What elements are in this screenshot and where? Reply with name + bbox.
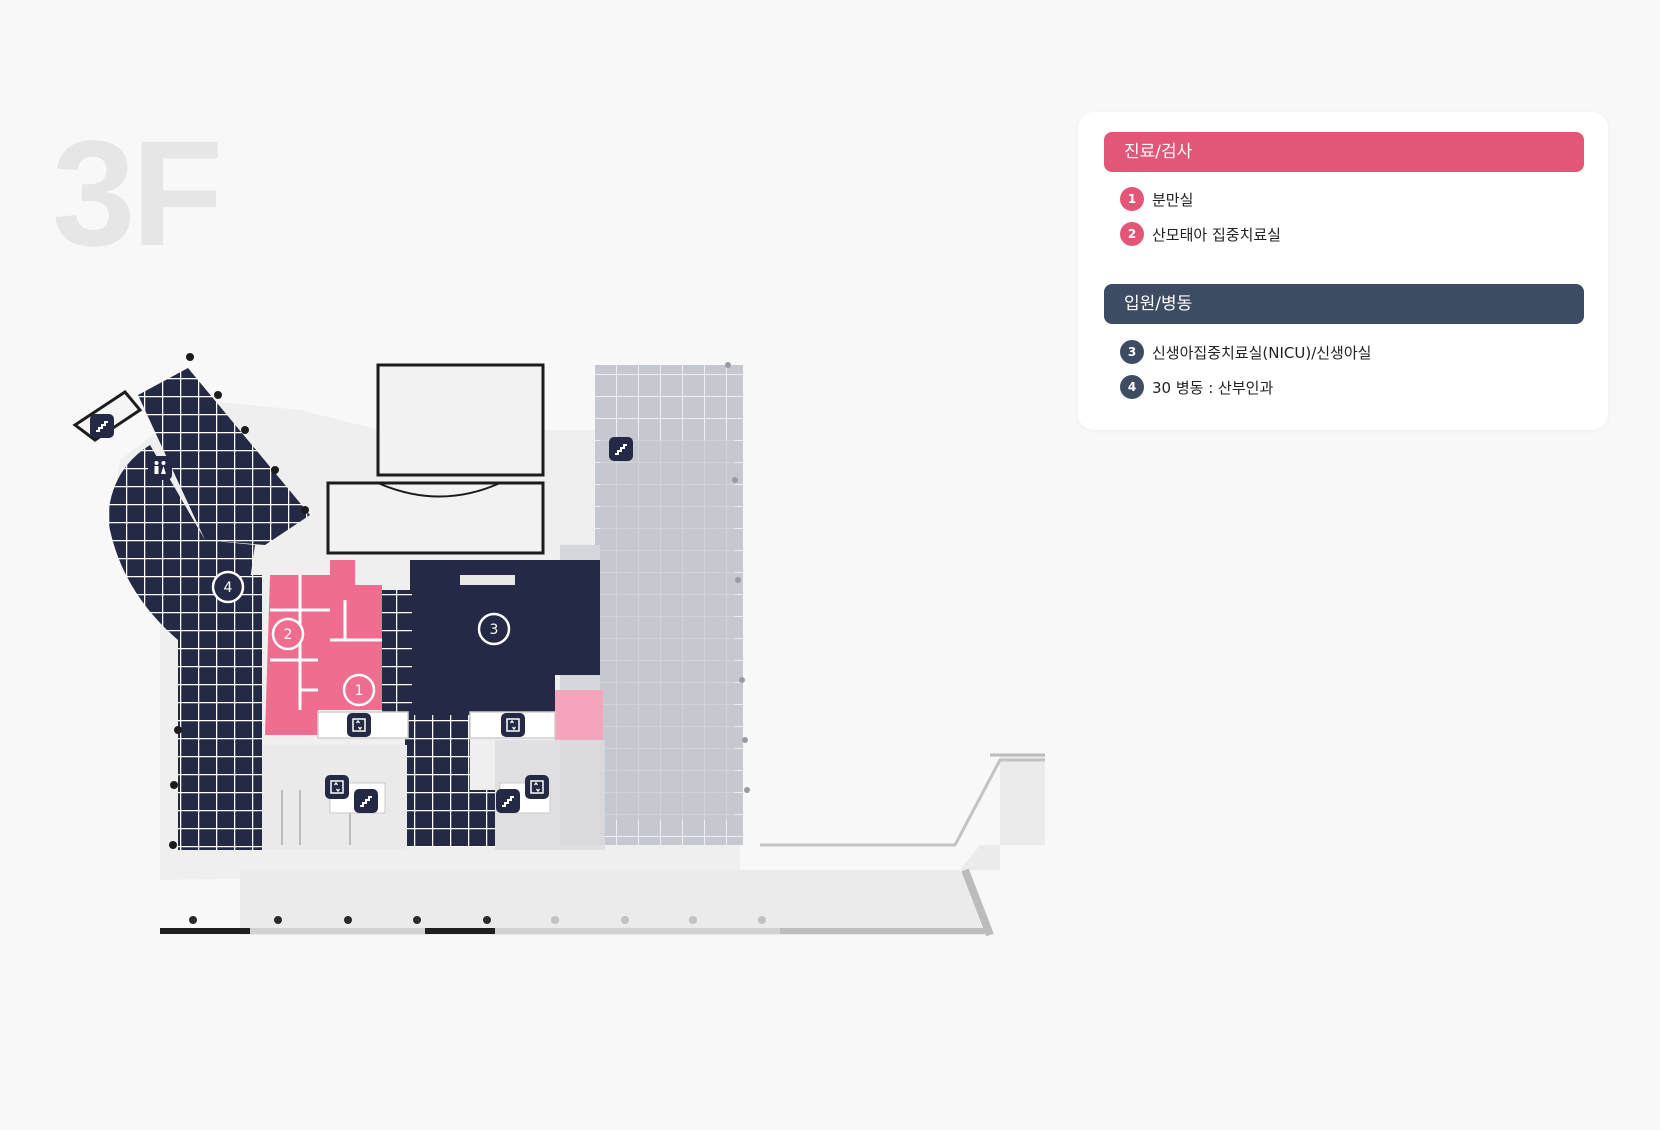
elevator-icon [325,775,349,799]
legend-item-2[interactable]: 2 산모태아 집중치료실 [1120,221,1281,247]
stairs-icon [496,789,520,813]
stairs-icon [609,437,633,461]
legend-item-3-label: 신생아집중치료실(NICU)/신생아실 [1152,343,1372,362]
map-marker-3-number: 3 [490,622,499,638]
ward-30-area [72,353,310,850]
legend-panel: 진료/검사 1 분만실 2 산모태아 집중치료실 입원/병동 3 신생아집중치료… [1078,112,1608,430]
stairs-icon [354,789,378,813]
floor-label: 3F [52,109,223,277]
map-marker-2[interactable]: 2 [271,617,305,651]
legend-item-2-label: 산모태아 집중치료실 [1152,225,1281,244]
map-marker-3[interactable]: 3 [477,612,511,646]
map-marker-4[interactable]: 4 [211,570,245,604]
legend-item-1-label: 분만실 [1152,190,1194,209]
legend-group-clinic-header: 진료/검사 [1104,132,1584,172]
map-marker-2-number: 2 [284,627,293,643]
elevator-icon [347,713,371,737]
legend-item-4-label: 30 병동 : 산부인과 [1152,378,1274,397]
legend-item-3[interactable]: 3 신생아집중치료실(NICU)/신생아실 [1120,339,1371,365]
map-marker-4-number: 4 [224,580,233,596]
building-edge [160,916,990,934]
legend-item-4-number: 4 [1120,375,1144,399]
restroom-icon [148,456,172,480]
map-marker-1-number: 1 [355,683,364,699]
elevator-icon [501,713,525,737]
legend-item-1[interactable]: 1 분만실 [1120,186,1193,212]
legend-item-1-number: 1 [1120,187,1144,211]
floor-map: 1 2 3 4 [72,353,1045,937]
legend-group-ward-header: 입원/병동 [1104,284,1584,324]
elevator-icon [525,775,549,799]
open-halls [326,363,545,555]
legend-item-2-number: 2 [1120,222,1144,246]
map-marker-1[interactable]: 1 [342,673,376,707]
legend-item-4[interactable]: 4 30 병동 : 산부인과 [1120,374,1273,400]
stairs-icon [90,414,114,438]
legend-item-3-number: 3 [1120,340,1144,364]
